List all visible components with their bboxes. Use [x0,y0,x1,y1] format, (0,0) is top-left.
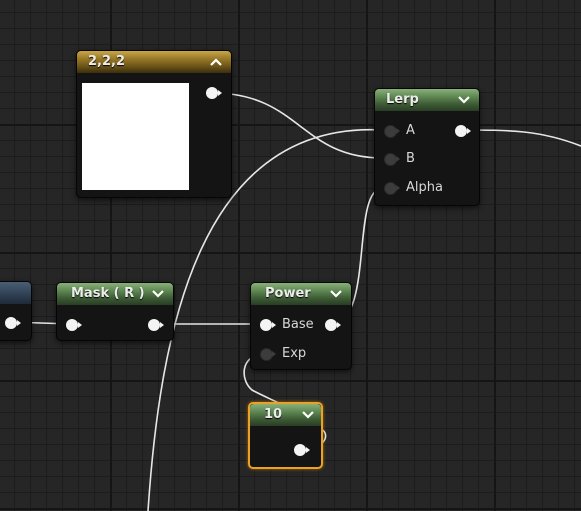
lerp-input-b-pin[interactable] [384,153,400,166]
mask-node[interactable]: Mask ( R ) [56,282,174,341]
mask-input-pin[interactable] [66,319,82,331]
offscreen-node-header[interactable] [0,282,31,304]
lerp-input-a-pin[interactable] [384,125,400,138]
power-node[interactable]: Power Base Exp [250,282,352,370]
lerp-node-title: Lerp [386,92,419,107]
constant-node-title: 10 [264,407,283,422]
power-node-title: Power [265,286,311,301]
wire-constant3-to-lerp-b [211,92,384,159]
constant-node-header[interactable]: 10 [250,404,321,426]
chevron-down-icon[interactable] [457,93,471,107]
lerp-input-a-label: A [406,123,415,138]
power-input-base-pin[interactable] [260,319,276,331]
power-input-exp-pin[interactable] [260,348,276,361]
lerp-output-pin[interactable] [455,125,471,137]
color-preview-swatch [82,83,189,190]
chevron-down-icon[interactable] [301,408,315,422]
lerp-node-header[interactable]: Lerp [375,89,479,111]
lerp-node[interactable]: Lerp A B Alpha [374,88,480,206]
lerp-input-alpha-label: Alpha [406,180,443,195]
constant3-node[interactable]: 2,2,2 [76,50,232,198]
chevron-down-icon[interactable] [329,287,343,301]
power-input-base-label: Base [282,317,314,332]
power-output-pin[interactable] [325,319,341,331]
chevron-down-icon[interactable] [151,287,165,301]
chevron-up-icon[interactable] [209,55,223,69]
mask-node-header[interactable]: Mask ( R ) [57,283,173,305]
offscreen-node[interactable] [0,281,32,341]
offscreen-node-output-pin[interactable] [5,317,21,329]
power-node-header[interactable]: Power [251,283,351,305]
constant-output-pin[interactable] [294,444,310,456]
mask-node-title: Mask ( R ) [71,286,145,301]
lerp-input-alpha-pin[interactable] [384,182,400,195]
lerp-input-b-label: B [406,151,415,166]
constant3-node-header[interactable]: 2,2,2 [77,51,231,73]
constant-node[interactable]: 10 [248,402,323,469]
mask-output-pin[interactable] [148,319,164,331]
power-input-exp-label: Exp [282,346,307,361]
constant3-output-pin[interactable] [206,87,222,99]
constant3-node-title: 2,2,2 [88,54,126,69]
